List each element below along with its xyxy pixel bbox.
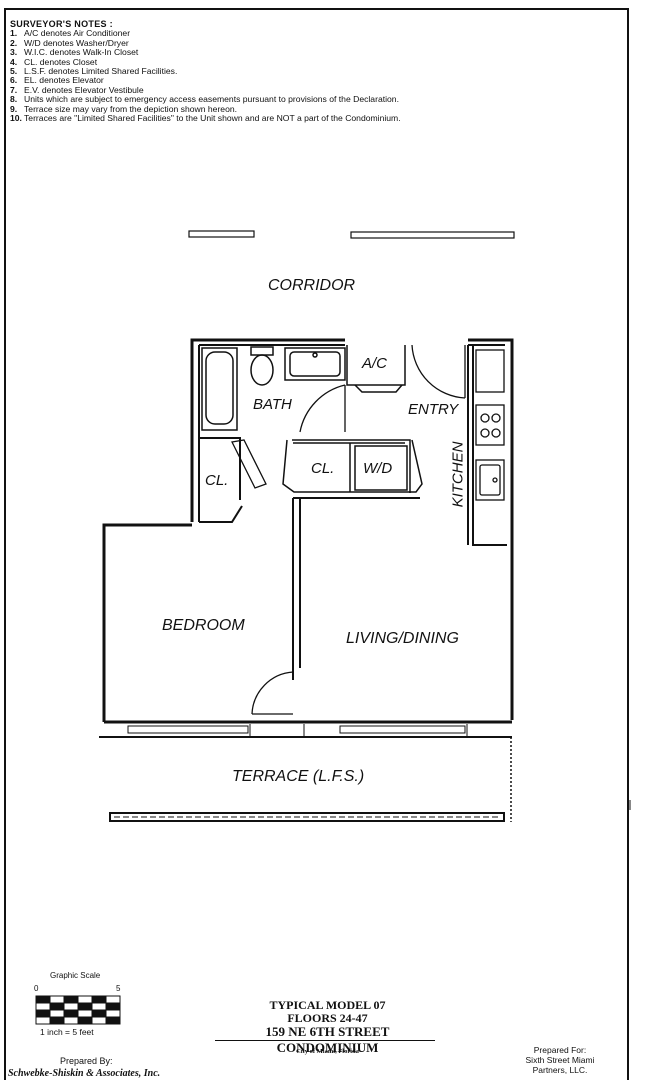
prepared-for-block: Prepared For: Sixth Street Miami Partner… bbox=[505, 1045, 615, 1075]
bath-door bbox=[299, 384, 346, 433]
room-label-entry: ENTRY bbox=[408, 401, 459, 418]
toilet bbox=[250, 346, 274, 386]
note-item: 7. E.V. denotes Elevator Vestibule bbox=[10, 84, 401, 95]
note-item: 4. CL. denotes Closet bbox=[10, 56, 401, 67]
exterior-walls bbox=[99, 338, 514, 738]
kitchen-counter bbox=[475, 349, 505, 501]
note-item: 10.Terraces are "Limited Shared Faciliti… bbox=[10, 113, 401, 124]
note-item: 8. Units which are subject to emergency a… bbox=[10, 94, 401, 105]
note-item: 2. W/D denotes Washer/Dryer bbox=[10, 37, 401, 48]
note-text: L.S.F. denotes Limited Shared Facilities… bbox=[24, 66, 178, 77]
note-item: 1. A/C denotes Air Conditioner bbox=[10, 28, 401, 39]
note-text: W/D denotes Washer/Dryer bbox=[24, 37, 129, 48]
title-underline bbox=[215, 1040, 435, 1041]
interior-walls bbox=[198, 344, 507, 680]
title-city: City of Miami, Florida bbox=[296, 1048, 359, 1055]
scale-title: Graphic Scale bbox=[50, 971, 101, 980]
room-label-closet-left: CL. bbox=[205, 472, 229, 489]
title-floors: FLOORS 24-47 bbox=[287, 1011, 368, 1025]
room-label-bath: BATH bbox=[253, 396, 292, 413]
note-number: 2. bbox=[10, 37, 18, 48]
note-item: 6. EL. denotes Elevator bbox=[10, 75, 401, 86]
note-number: 4. bbox=[10, 56, 18, 67]
room-label-closet-mid: CL. bbox=[311, 460, 335, 477]
bathtub bbox=[201, 347, 238, 431]
note-number: 3. bbox=[10, 47, 18, 58]
title-model: TYPICAL MODEL 07 bbox=[269, 998, 386, 1012]
note-number: 8. bbox=[10, 94, 18, 105]
scale-end: 5 bbox=[116, 984, 121, 993]
terrace bbox=[109, 737, 512, 822]
scale-footnote: 1 inch = 5 feet bbox=[40, 1027, 94, 1037]
note-number: 7. bbox=[10, 84, 18, 95]
graphic-scale bbox=[35, 995, 121, 1025]
closet-door-left bbox=[231, 439, 267, 489]
note-number: 6. bbox=[10, 75, 18, 86]
room-label-corridor: CORRIDOR bbox=[268, 277, 356, 294]
note-item: 5. L.S.F. denotes Limited Shared Faciliti… bbox=[10, 66, 401, 77]
title-condominium: 159 NE 6TH STREET CONDOMINIUM bbox=[265, 1024, 390, 1055]
note-text: Terrace size may vary from the depiction… bbox=[24, 103, 238, 114]
prepared-by-company: Schwebke-Shiskin & Associates, Inc. bbox=[8, 1068, 161, 1079]
note-number: 5. bbox=[10, 66, 18, 77]
drawing-sheet-border bbox=[4, 8, 629, 1080]
note-text: E.V. denotes Elevator Vestibule bbox=[24, 84, 144, 95]
closet-wd-block bbox=[282, 439, 423, 493]
note-text: EL. denotes Elevator bbox=[24, 75, 104, 86]
bedroom-door bbox=[251, 671, 294, 715]
surveyors-notes: SURVEYOR'S NOTES : 1. A/C denotes Air Con… bbox=[10, 19, 401, 124]
note-number: 1. bbox=[10, 28, 18, 39]
prepared-for-line2: Partners, LLC. bbox=[532, 1065, 588, 1075]
bath-sink bbox=[284, 347, 346, 381]
note-item: 3. W.I.C. denotes Walk-In Closet bbox=[10, 47, 401, 58]
note-text: Terraces are "Limited Shared Facilities"… bbox=[24, 113, 401, 124]
note-text: Units which are subject to emergency acc… bbox=[24, 94, 399, 105]
note-number: 9. bbox=[10, 103, 18, 114]
room-label-living-dining: LIVING/DINING bbox=[346, 630, 459, 647]
note-text: CL. denotes Closet bbox=[24, 56, 98, 67]
note-text: W.I.C. denotes Walk-In Closet bbox=[24, 47, 139, 58]
room-label-kitchen: KITCHEN bbox=[449, 441, 467, 508]
entry-door bbox=[411, 344, 466, 399]
ac-closet bbox=[346, 345, 406, 393]
note-text: A/C denotes Air Conditioner bbox=[24, 28, 131, 39]
window-wall bbox=[127, 724, 468, 736]
prepared-by-label: Prepared By: bbox=[60, 1056, 113, 1066]
room-label-terrace: TERRACE (L.F.S.) bbox=[232, 768, 365, 785]
room-label-ac: A/C bbox=[362, 355, 388, 372]
room-label-wd: W/D bbox=[363, 460, 393, 477]
corridor-wall bbox=[188, 230, 515, 239]
scale-start: 0 bbox=[34, 984, 39, 993]
note-number: 10. bbox=[10, 113, 22, 124]
prepared-for-label: Prepared For: bbox=[533, 1045, 587, 1055]
room-label-bedroom: BEDROOM bbox=[162, 617, 245, 634]
prepared-for-line1: Sixth Street Miami bbox=[525, 1055, 595, 1065]
note-item: 9. Terrace size may vary from the depicti… bbox=[10, 103, 401, 114]
notes-heading: SURVEYOR'S NOTES : bbox=[10, 19, 113, 29]
